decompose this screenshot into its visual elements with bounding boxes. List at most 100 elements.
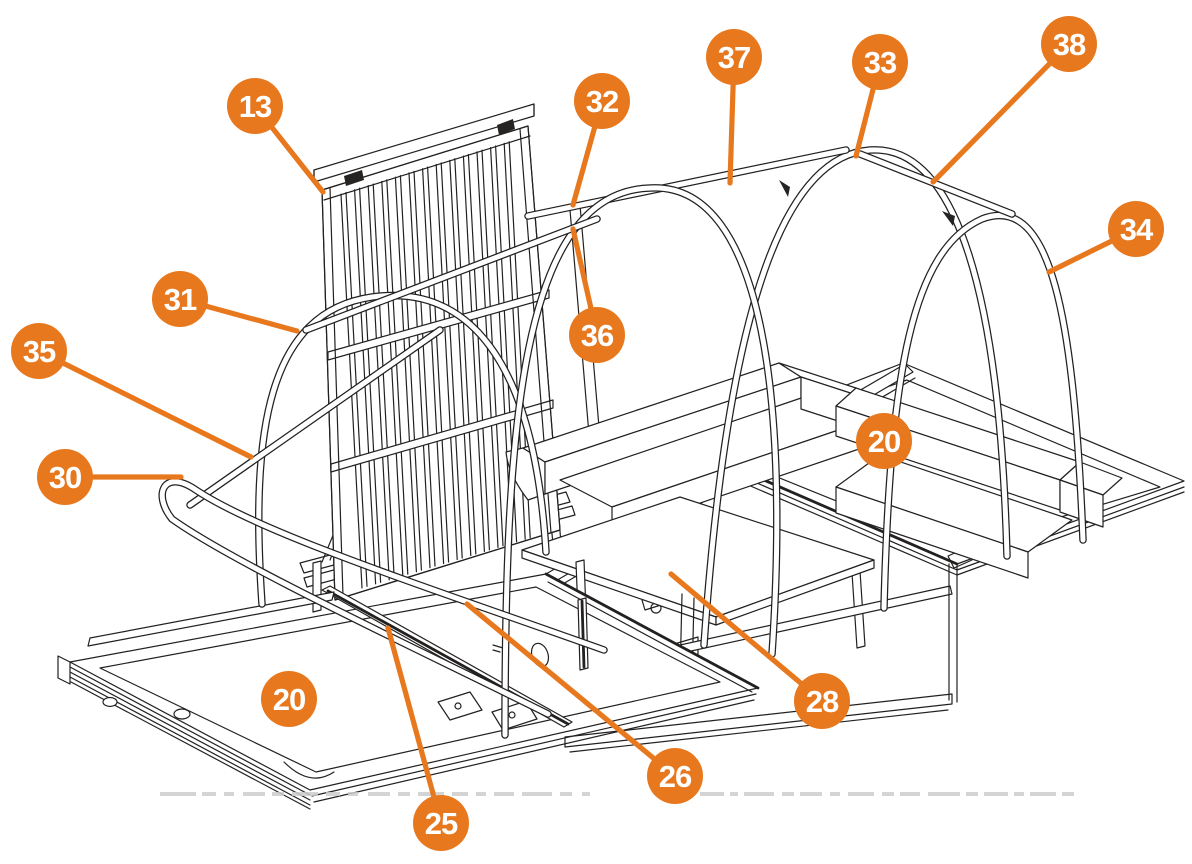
watermark-segment xyxy=(398,792,410,796)
watermark-segment xyxy=(830,792,840,796)
bed-panel-slat xyxy=(449,158,477,557)
clip-mark-icon xyxy=(779,180,790,197)
watermark-segment xyxy=(966,792,978,796)
callout-28-number: 28 xyxy=(806,684,839,719)
watermark-segment xyxy=(928,792,960,796)
callout-38-number: 38 xyxy=(1053,27,1086,62)
callout-37-circle xyxy=(706,29,762,85)
callout-20-right: 20 xyxy=(856,413,912,469)
front-bow-tube-30 xyxy=(158,478,608,718)
callout-34: 34 xyxy=(1046,201,1164,275)
watermark-segment xyxy=(800,792,822,796)
bed-panel-slat xyxy=(381,179,409,577)
callout-31-number: 31 xyxy=(164,282,197,317)
callout-38-leader xyxy=(930,41,1072,185)
panel-foot xyxy=(173,708,191,720)
deck-near-skirt-line xyxy=(569,709,949,753)
rail-clamp-icon xyxy=(344,170,364,186)
left-floor-panel-line xyxy=(544,572,760,690)
watermark-text xyxy=(160,792,1074,796)
watermark-segment xyxy=(224,792,234,796)
bed-slat-panel-line xyxy=(327,289,550,361)
chassis-rails-line xyxy=(87,591,335,647)
watermark-segment xyxy=(560,792,572,796)
callout-26-circle xyxy=(647,748,703,804)
callout-20-left-number: 20 xyxy=(273,682,305,717)
callout-35-circle xyxy=(11,323,67,379)
bed-slat-panel xyxy=(313,103,603,601)
left-floor-panel-line xyxy=(57,655,71,685)
watermark-segment xyxy=(476,792,486,796)
left-floor-panel-line xyxy=(283,761,335,779)
bed-panel-slat xyxy=(367,183,395,581)
bed-panel-slat xyxy=(422,166,450,565)
watermark-segment xyxy=(1030,792,1056,796)
watermark-segment xyxy=(700,792,724,796)
callout-26-leader xyxy=(464,601,678,779)
brace-tube-35-line xyxy=(187,327,443,508)
callout-32-number: 32 xyxy=(586,84,618,119)
brace-tube-35 xyxy=(186,326,444,509)
spreader-bar-37 xyxy=(524,146,850,220)
watermark-segment xyxy=(900,792,920,796)
bed-panel-slat xyxy=(435,162,463,561)
bow-foot-plates-line xyxy=(437,691,483,721)
watermark-segment xyxy=(292,792,318,796)
dinette-benches-line xyxy=(835,486,1029,579)
callout-26: 26 xyxy=(464,601,703,804)
callout-36: 36 xyxy=(569,226,625,363)
callout-13: 13 xyxy=(227,78,326,195)
callout-32-circle xyxy=(574,73,630,129)
callout-36-number: 36 xyxy=(581,318,614,353)
watermark-segment xyxy=(243,792,265,796)
callout-38-circle xyxy=(1041,16,1097,72)
callout-34-number: 34 xyxy=(1120,212,1154,247)
watermark-segment xyxy=(522,792,552,796)
deck-near-skirt-line xyxy=(948,563,958,703)
callout-20-left: 20 xyxy=(261,671,317,727)
callout-35: 35 xyxy=(11,323,254,460)
left-floor-panel-line xyxy=(311,693,757,803)
callout-37-number: 37 xyxy=(718,40,750,75)
spreader-bar-36 xyxy=(302,215,601,334)
callout-28: 28 xyxy=(668,571,850,729)
callout-25-circle xyxy=(413,795,469,851)
watermark-segment xyxy=(452,792,468,796)
bed-slat-panel-line xyxy=(321,125,561,601)
callout-30: 30 xyxy=(37,449,184,505)
panel-foot xyxy=(102,696,118,708)
callout-28-leader xyxy=(668,571,825,704)
callout-25-leader xyxy=(385,625,444,826)
bed-panel-slat xyxy=(462,153,490,553)
callout-25-number: 25 xyxy=(425,806,458,841)
callout-31: 31 xyxy=(152,271,300,334)
watermark-segment xyxy=(730,792,738,796)
chassis-rails-line xyxy=(580,599,586,669)
callout-20-right-number: 20 xyxy=(868,424,900,459)
left-floor-panel-line xyxy=(99,586,721,773)
tube-clip-marks xyxy=(779,180,955,226)
watermark-segment xyxy=(1062,792,1074,796)
callout-32: 32 xyxy=(570,73,630,208)
bow-foot-plates-line xyxy=(454,702,462,710)
watermark-segment xyxy=(744,792,774,796)
bed-panel-slat xyxy=(408,170,436,569)
bed-panel-slat xyxy=(394,174,422,573)
spreader-bar-37-line xyxy=(525,147,849,219)
spreader-bar-38-line xyxy=(857,151,1015,217)
front-bow-tube-30-line xyxy=(159,479,607,717)
watermark-segment xyxy=(1014,792,1024,796)
bow-tube-33-line xyxy=(701,147,1010,648)
callout-37: 37 xyxy=(706,29,762,186)
callout-26-number: 26 xyxy=(659,759,692,794)
callout-34-circle xyxy=(1108,201,1164,257)
bow-tube-32 xyxy=(501,184,781,739)
watermark-segment xyxy=(848,792,874,796)
callout-20-left-circle xyxy=(261,671,317,727)
callout-30-circle xyxy=(37,449,93,505)
dinette-table xyxy=(521,496,875,692)
callout-13-circle xyxy=(227,78,283,134)
